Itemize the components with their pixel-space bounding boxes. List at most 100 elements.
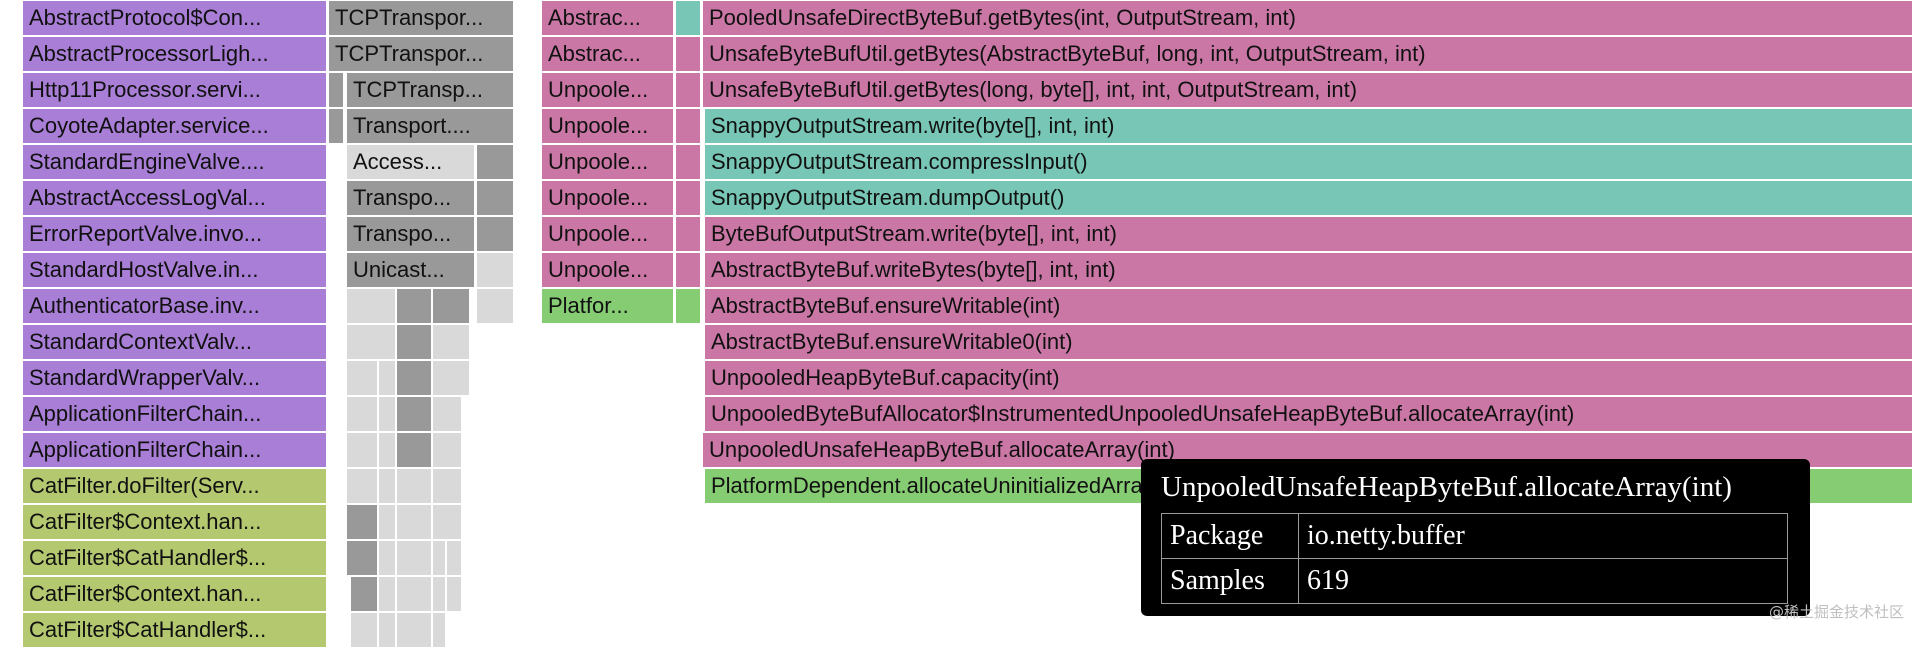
stack-frame[interactable]: Unpoole...: [542, 253, 673, 287]
stack-frame[interactable]: StandardWrapperValv...: [23, 361, 326, 395]
stack-frame[interactable]: [676, 37, 700, 71]
stack-frame[interactable]: [676, 181, 700, 215]
stack-frame[interactable]: [676, 217, 700, 251]
stack-frame[interactable]: [329, 73, 343, 107]
stack-frame[interactable]: [433, 577, 445, 611]
stack-frame[interactable]: [397, 577, 431, 611]
stack-frame[interactable]: [676, 289, 700, 323]
stack-frame[interactable]: [379, 397, 395, 431]
stack-frame[interactable]: [397, 433, 431, 467]
stack-frame[interactable]: [347, 541, 377, 575]
stack-frame[interactable]: TCPTranspor...: [329, 1, 513, 35]
stack-frame[interactable]: [347, 361, 377, 395]
stack-frame[interactable]: CatFilter$CatHandler$...: [23, 541, 326, 575]
stack-frame[interactable]: AbstractByteBuf.writeBytes(byte[], int, …: [705, 253, 1912, 287]
stack-frame[interactable]: [397, 541, 431, 575]
stack-frame[interactable]: [433, 325, 469, 359]
stack-frame[interactable]: [477, 181, 513, 215]
stack-frame[interactable]: [379, 433, 395, 467]
stack-frame[interactable]: [676, 1, 700, 35]
stack-frame[interactable]: CoyoteAdapter.service...: [23, 109, 326, 143]
stack-frame[interactable]: Abstrac...: [542, 37, 673, 71]
stack-frame[interactable]: [477, 145, 513, 179]
stack-frame[interactable]: [433, 541, 445, 575]
stack-frame[interactable]: Access...: [347, 145, 474, 179]
stack-frame[interactable]: Unpoole...: [542, 109, 673, 143]
stack-frame[interactable]: [477, 217, 513, 251]
stack-frame[interactable]: Transport....: [347, 109, 513, 143]
stack-frame[interactable]: [379, 361, 395, 395]
stack-frame[interactable]: [379, 613, 395, 647]
stack-frame[interactable]: UnpooledHeapByteBuf.capacity(int): [705, 361, 1912, 395]
stack-frame[interactable]: [347, 289, 395, 323]
stack-frame[interactable]: [347, 325, 395, 359]
stack-frame[interactable]: Transpo...: [347, 181, 474, 215]
stack-frame[interactable]: AbstractByteBuf.ensureWritable(int): [705, 289, 1912, 323]
stack-frame[interactable]: [433, 469, 461, 503]
stack-frame[interactable]: TCPTranspor...: [329, 37, 513, 71]
stack-frame[interactable]: AbstractAccessLogVal...: [23, 181, 326, 215]
stack-frame[interactable]: TCPTransp...: [347, 73, 513, 107]
stack-frame[interactable]: [477, 253, 513, 287]
stack-frame[interactable]: UnsafeByteBufUtil.getBytes(long, byte[],…: [703, 73, 1912, 107]
stack-frame[interactable]: Unicast...: [347, 253, 474, 287]
stack-frame[interactable]: StandardContextValv...: [23, 325, 326, 359]
stack-frame[interactable]: Platfor...: [542, 289, 673, 323]
stack-frame[interactable]: ApplicationFilterChain...: [23, 433, 326, 467]
stack-frame[interactable]: [397, 361, 431, 395]
stack-frame[interactable]: Unpoole...: [542, 145, 673, 179]
stack-frame[interactable]: [433, 433, 461, 467]
stack-frame[interactable]: [347, 469, 377, 503]
stack-frame[interactable]: [351, 577, 377, 611]
stack-frame[interactable]: Abstrac...: [542, 1, 673, 35]
stack-frame[interactable]: [397, 289, 431, 323]
stack-frame[interactable]: [397, 397, 431, 431]
stack-frame[interactable]: ByteBufOutputStream.write(byte[], int, i…: [705, 217, 1912, 251]
stack-frame[interactable]: Unpoole...: [542, 217, 673, 251]
stack-frame[interactable]: SnappyOutputStream.write(byte[], int, in…: [705, 109, 1912, 143]
stack-frame[interactable]: [433, 397, 461, 431]
stack-frame[interactable]: StandardHostValve.in...: [23, 253, 326, 287]
stack-frame[interactable]: [379, 505, 395, 539]
stack-frame[interactable]: [379, 469, 395, 503]
stack-frame[interactable]: [477, 289, 513, 323]
stack-frame[interactable]: [397, 505, 431, 539]
stack-frame[interactable]: SnappyOutputStream.compressInput(): [705, 145, 1912, 179]
stack-frame[interactable]: [676, 145, 700, 179]
stack-frame[interactable]: [433, 289, 469, 323]
stack-frame[interactable]: Unpoole...: [542, 73, 673, 107]
stack-frame[interactable]: [347, 397, 377, 431]
stack-frame[interactable]: [433, 613, 445, 647]
stack-frame[interactable]: [676, 109, 700, 143]
stack-frame[interactable]: Http11Processor.servi...: [23, 73, 326, 107]
stack-frame[interactable]: CatFilter$Context.han...: [23, 505, 326, 539]
stack-frame[interactable]: UnpooledByteBufAllocator$InstrumentedUnp…: [705, 397, 1912, 431]
stack-frame[interactable]: [433, 505, 461, 539]
stack-frame[interactable]: [397, 325, 431, 359]
stack-frame[interactable]: [379, 541, 395, 575]
stack-frame[interactable]: [351, 613, 377, 647]
stack-frame[interactable]: [676, 73, 700, 107]
stack-frame[interactable]: [347, 433, 377, 467]
stack-frame[interactable]: SnappyOutputStream.dumpOutput(): [705, 181, 1912, 215]
stack-frame[interactable]: [379, 577, 395, 611]
stack-frame[interactable]: [433, 361, 469, 395]
stack-frame[interactable]: AuthenticatorBase.inv...: [23, 289, 326, 323]
stack-frame[interactable]: PooledUnsafeDirectByteBuf.getBytes(int, …: [703, 1, 1912, 35]
stack-frame[interactable]: [447, 541, 461, 575]
stack-frame[interactable]: [347, 505, 377, 539]
stack-frame[interactable]: [397, 613, 431, 647]
stack-frame[interactable]: CatFilter$Context.han...: [23, 577, 326, 611]
stack-frame[interactable]: [447, 577, 461, 611]
stack-frame[interactable]: ApplicationFilterChain...: [23, 397, 326, 431]
stack-frame[interactable]: UnsafeByteBufUtil.getBytes(AbstractByteB…: [703, 37, 1912, 71]
stack-frame[interactable]: AbstractByteBuf.ensureWritable0(int): [705, 325, 1912, 359]
stack-frame[interactable]: [676, 253, 700, 287]
stack-frame[interactable]: AbstractProcessorLigh...: [23, 37, 326, 71]
stack-frame[interactable]: CatFilter.doFilter(Serv...: [23, 469, 326, 503]
stack-frame[interactable]: [329, 109, 343, 143]
stack-frame[interactable]: AbstractProtocol$Con...: [23, 1, 326, 35]
stack-frame[interactable]: [397, 469, 431, 503]
stack-frame[interactable]: ErrorReportValve.invo...: [23, 217, 326, 251]
stack-frame[interactable]: StandardEngineValve....: [23, 145, 326, 179]
